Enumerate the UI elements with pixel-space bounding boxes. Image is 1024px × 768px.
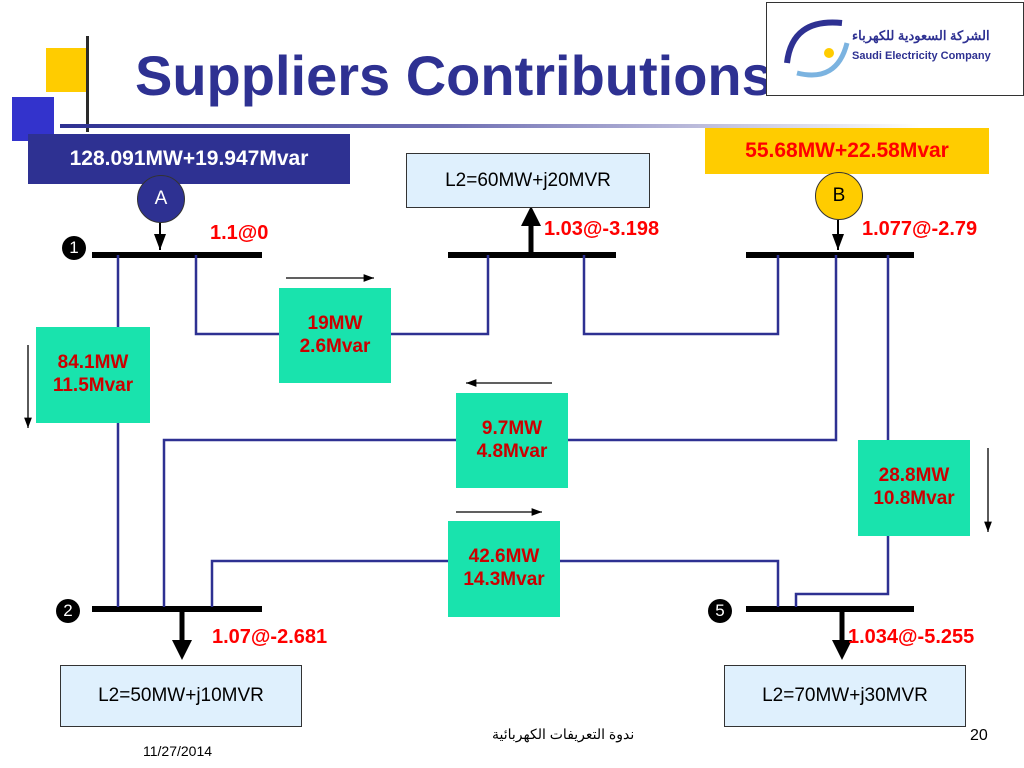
flow-box-1-3: 19MW 2.6Mvar bbox=[279, 288, 391, 383]
logo-swoosh-icon bbox=[784, 19, 850, 78]
supplier-a-output: 128.091MW+19.947Mvar bbox=[28, 134, 350, 184]
title-underline bbox=[60, 124, 920, 128]
flow-b-2-mw: 9.7MW bbox=[481, 417, 543, 439]
flow-box-2-5: 42.6MW 14.3Mvar bbox=[448, 521, 560, 617]
decor-blue-square bbox=[12, 97, 54, 141]
bus-number-5: 5 bbox=[708, 599, 732, 623]
flow-b-2-mvar: 4.8Mvar bbox=[476, 440, 548, 462]
flow-box-b-2: 9.7MW 4.8Mvar bbox=[456, 393, 568, 488]
voltage-bus2: 1.07@-2.681 bbox=[212, 626, 328, 648]
voltage-top-bus: 1.03@-3.198 bbox=[544, 218, 660, 240]
flow-1-3-mw: 19MW bbox=[307, 312, 363, 334]
decor-yellow-square bbox=[46, 48, 88, 92]
flow-1-2-mw: 84.1MW bbox=[57, 352, 129, 374]
page-number: 20 bbox=[970, 727, 988, 744]
flow-box-b-5: 28.8MW 10.8Mvar bbox=[858, 440, 970, 536]
slide-title: Suppliers Contributions bbox=[135, 44, 773, 107]
voltage-bus5: 1.034@-5.255 bbox=[848, 626, 975, 648]
load-top: L2=60MW+j20MVR bbox=[406, 153, 650, 208]
voltage-bus-b: 1.077@-2.79 bbox=[862, 218, 978, 240]
flow-b-5-mw: 28.8MW bbox=[878, 465, 950, 487]
generator-a-label: A bbox=[154, 188, 168, 209]
generator-b-icon: B bbox=[815, 172, 863, 220]
bus-number-1: 1 bbox=[62, 236, 86, 260]
logo-arabic-text: الشركة السعودية للكهرباء bbox=[852, 28, 990, 43]
flow-2-5-mw: 42.6MW bbox=[468, 546, 540, 568]
flow-1-2-mvar: 11.5Mvar bbox=[52, 375, 134, 396]
voltage-bus1: 1.1@0 bbox=[210, 222, 269, 244]
load-bottom-right: L2=70MW+j30MVR bbox=[724, 665, 966, 727]
decor-vertical-line bbox=[86, 36, 89, 132]
line-3-5 bbox=[582, 255, 780, 336]
logo-english-text: Saudi Electricity Company bbox=[852, 50, 991, 62]
generator-a-icon: A bbox=[137, 175, 185, 223]
bus5-load-arrowhead bbox=[832, 640, 852, 660]
footer-seminar-title: ندوة التعريفات الكهربائية bbox=[492, 726, 635, 742]
top-load-arrowhead bbox=[521, 206, 541, 226]
footer-date: 11/27/2014 bbox=[143, 743, 213, 759]
company-logo bbox=[766, 2, 1024, 96]
generator-b-label: B bbox=[832, 185, 846, 206]
flow-2-5-mvar: 14.3Mvar bbox=[463, 569, 545, 590]
supplier-b-output: 55.68MW+22.58Mvar bbox=[705, 128, 989, 174]
bus-number-2: 2 bbox=[56, 599, 80, 623]
line-B-5 bbox=[794, 255, 890, 607]
flow-box-1-2: 84.1MW 11.5Mvar bbox=[36, 327, 150, 423]
bus2-load-arrowhead bbox=[172, 640, 192, 660]
flow-1-3-mvar: 2.6Mvar bbox=[299, 335, 371, 357]
flow-b-5-mvar: 10.8Mvar bbox=[873, 488, 955, 509]
load-bottom-left: L2=50MW+j10MVR bbox=[60, 665, 302, 727]
